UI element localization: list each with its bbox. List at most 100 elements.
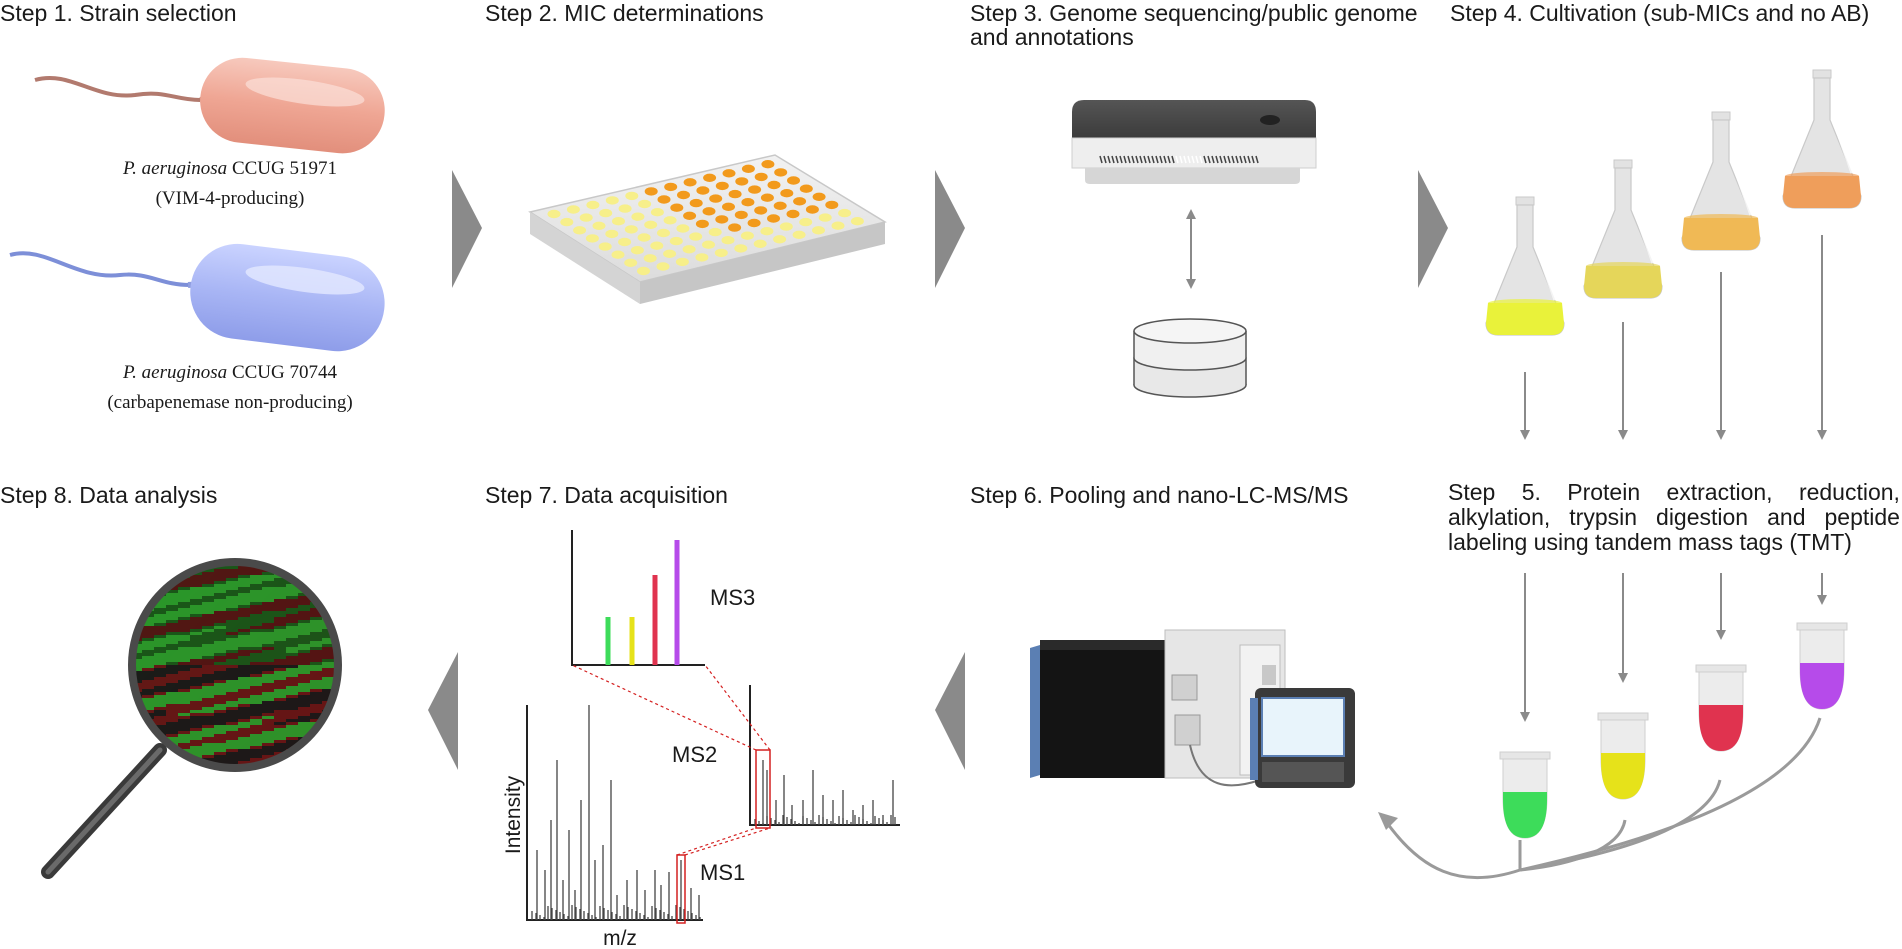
ms2-label: MS2 <box>672 742 717 767</box>
well <box>702 207 716 216</box>
well <box>683 178 697 187</box>
well <box>631 212 645 221</box>
well <box>760 227 774 236</box>
well <box>618 204 632 213</box>
well <box>850 217 864 226</box>
well <box>573 226 587 235</box>
tube-icon-2 <box>1597 712 1649 800</box>
well <box>644 220 658 229</box>
well <box>779 222 793 231</box>
well <box>735 177 749 186</box>
well <box>579 213 593 222</box>
well <box>605 196 619 205</box>
well <box>767 180 781 190</box>
step6-label: Step 6. Pooling and nano-LC-MS/MS <box>970 482 1349 508</box>
down-arrow-icon <box>1716 573 1726 640</box>
well <box>696 186 710 195</box>
well <box>722 202 735 211</box>
ms3-label: MS3 <box>710 585 755 610</box>
double-arrow-icon <box>1186 209 1196 289</box>
well <box>676 224 690 233</box>
well <box>675 257 689 267</box>
well <box>682 245 696 254</box>
strain-a-note: (VIM-4-producing) <box>155 188 305 209</box>
well <box>825 200 839 210</box>
well <box>773 235 787 244</box>
well <box>793 197 807 206</box>
well <box>838 208 852 218</box>
well <box>728 223 742 232</box>
mz-axis-label: m/z <box>603 927 637 949</box>
bacterium-pink-icon <box>34 57 385 154</box>
well <box>618 237 632 247</box>
strain-b-caption: P. aeruginosa CCUG 70744 <box>123 362 337 383</box>
well <box>547 209 561 219</box>
well <box>754 172 768 182</box>
well <box>683 211 697 220</box>
step5-label: Step 5. Protein extraction, reduction, a… <box>1448 480 1900 555</box>
well <box>689 198 703 208</box>
well <box>780 189 794 198</box>
flask-icon-4 <box>1782 69 1862 209</box>
step5-line2: alkylation, trypsin digestion and peptid… <box>1448 504 1900 530</box>
intensity-axis-label: Intensity <box>502 775 525 854</box>
down-arrow-icon <box>1520 372 1530 440</box>
strain-a-caption: P. aeruginosa CCUG 51971 <box>123 158 337 179</box>
well <box>625 191 639 201</box>
down-arrow-icon <box>1618 322 1628 440</box>
well <box>585 234 599 243</box>
tubes-group <box>1499 573 1848 839</box>
pooling-arrow-icon <box>1378 717 1822 880</box>
well <box>734 244 748 253</box>
ms1-label: MS1 <box>700 860 745 885</box>
step3-label-line2: and annotations <box>970 24 1134 50</box>
well <box>812 192 826 201</box>
tube-icon-4 <box>1796 622 1848 710</box>
ms2-highlight <box>755 749 771 829</box>
well <box>741 164 755 173</box>
magnifier-icon <box>41 558 342 879</box>
ms2-axes <box>749 685 900 826</box>
well <box>831 221 845 230</box>
flask-icon-2 <box>1583 159 1663 299</box>
well <box>722 169 736 178</box>
step5-line1: Step 5. Protein extraction, reduction, <box>1448 479 1900 505</box>
well <box>592 221 606 230</box>
step-arrows <box>428 170 1448 770</box>
down-arrow-icon <box>1817 235 1827 440</box>
down-arrow-icon <box>1817 573 1827 605</box>
well <box>761 160 775 169</box>
flasks-group <box>1485 69 1862 440</box>
step1-label: Step 1. Strain selection <box>0 0 237 26</box>
well <box>643 254 657 263</box>
well <box>741 198 755 207</box>
well <box>708 227 722 237</box>
well <box>598 242 612 251</box>
well <box>754 206 768 215</box>
well <box>787 176 800 185</box>
well <box>748 185 762 194</box>
well <box>734 210 748 220</box>
well <box>670 203 684 212</box>
ms3-axes <box>571 530 705 666</box>
well <box>689 232 703 241</box>
well <box>637 233 651 242</box>
well <box>663 249 677 258</box>
well <box>709 194 723 203</box>
well <box>774 168 788 177</box>
flask-icon-1 <box>1485 196 1565 336</box>
well <box>786 209 800 219</box>
down-arrow-icon <box>1520 573 1530 722</box>
well <box>663 216 677 225</box>
well <box>624 225 638 234</box>
lc-ms-instrument-icon <box>1030 629 1355 788</box>
well <box>605 229 619 239</box>
well <box>715 215 729 224</box>
well <box>657 228 670 238</box>
well <box>677 190 690 200</box>
well <box>702 240 715 249</box>
arrow-step1-2-icon <box>452 170 482 288</box>
well <box>714 248 728 258</box>
